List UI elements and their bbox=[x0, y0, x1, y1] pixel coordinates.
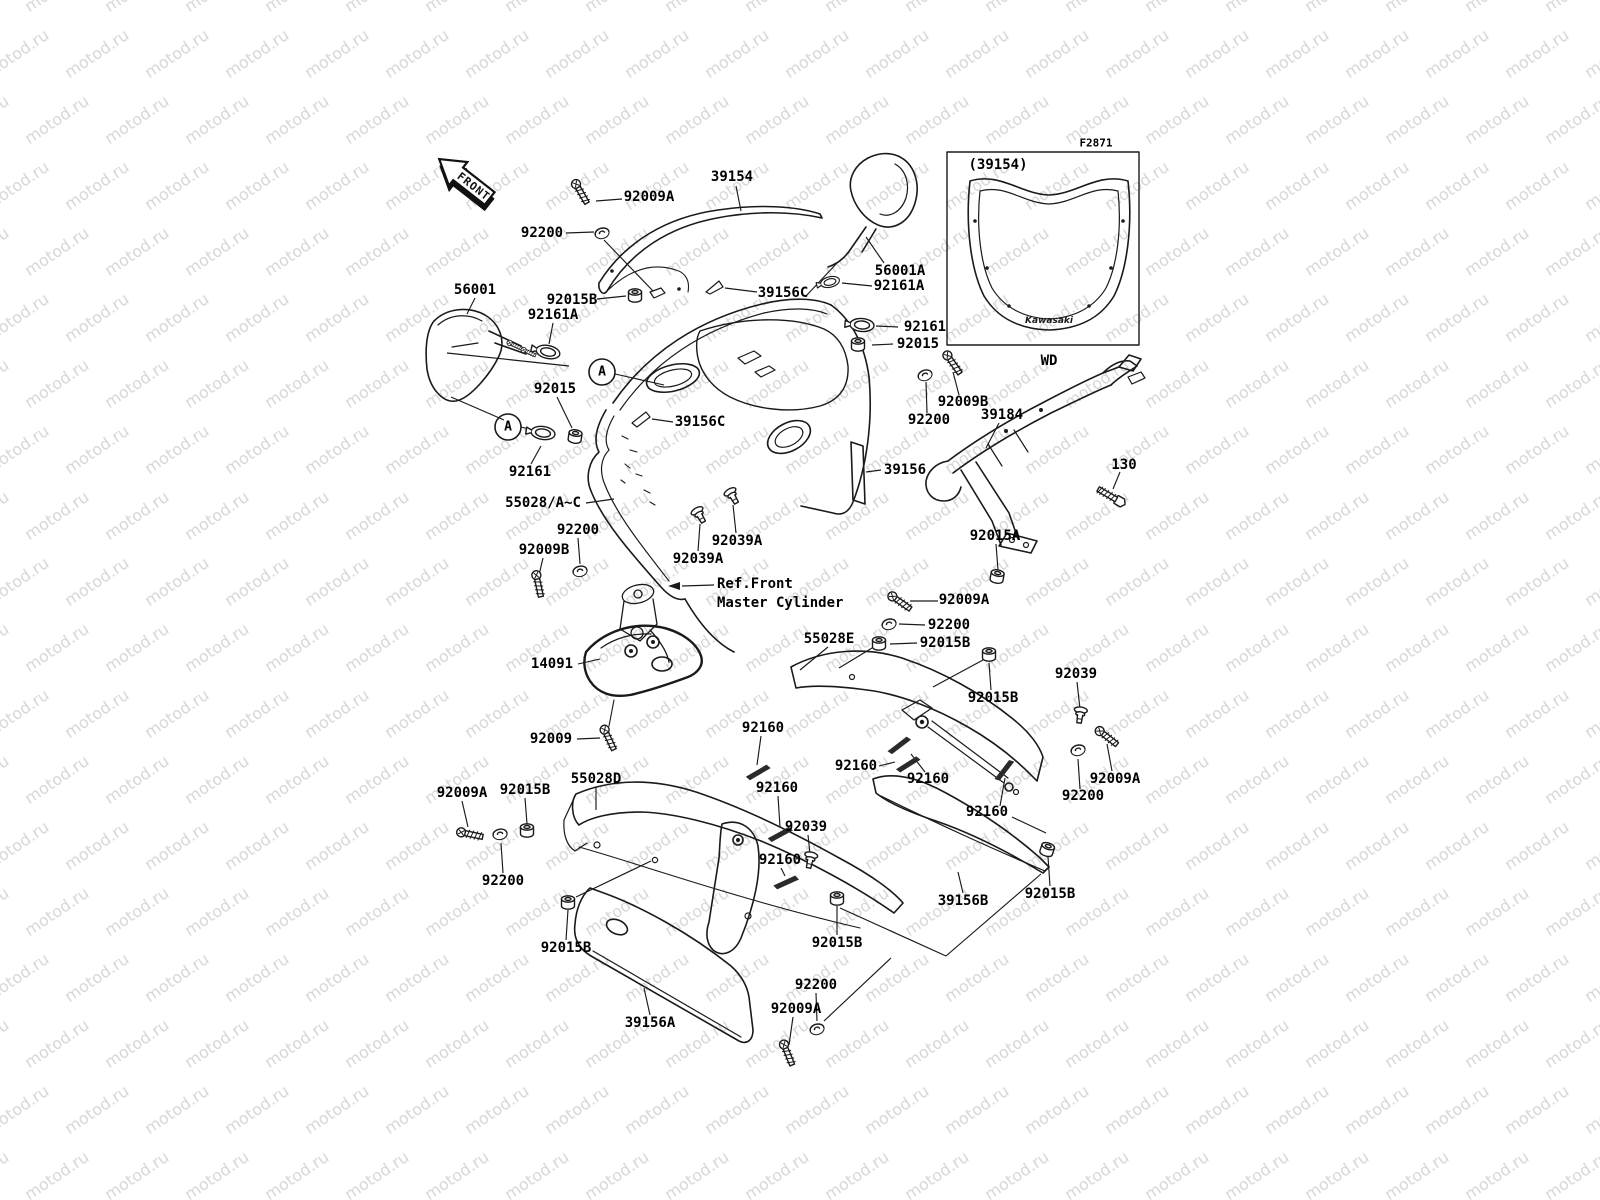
part-label-92039: 92039 bbox=[784, 819, 828, 835]
part-label-92160: 92160 bbox=[906, 771, 950, 787]
part-label-92160: 92160 bbox=[741, 720, 785, 736]
part-label-92200: 92200 bbox=[907, 412, 951, 428]
detail-circle-a1 bbox=[588, 358, 616, 386]
part-label-92015B: 92015B bbox=[919, 635, 971, 651]
part-label-92009: 92009 bbox=[529, 731, 573, 747]
part-label-55028D: 55028D bbox=[570, 771, 622, 787]
trim-39156 bbox=[850, 441, 866, 505]
lower-cowling-39156b bbox=[872, 775, 1050, 874]
part-label-92200: 92200 bbox=[556, 522, 600, 538]
annotation-note: WD bbox=[1040, 353, 1058, 369]
annotation-inset: (39154) bbox=[968, 157, 1028, 173]
part-label-92015: 92015 bbox=[533, 381, 577, 397]
part-label-92039A: 92039A bbox=[672, 551, 724, 567]
part-label-92160: 92160 bbox=[755, 780, 799, 796]
part-label-39156C: 39156C bbox=[674, 414, 726, 430]
detail-marker-A2: A bbox=[504, 419, 512, 435]
part-label-92015B: 92015B bbox=[499, 782, 551, 798]
part-label-92015A: 92015A bbox=[969, 528, 1021, 544]
part-label-92161A: 92161A bbox=[527, 307, 579, 323]
part-label-92015B: 92015B bbox=[811, 935, 863, 951]
trim-39156c bbox=[631, 280, 724, 428]
ref-note-line2: Master Cylinder bbox=[717, 595, 844, 611]
part-label-92009A: 92009A bbox=[1089, 771, 1141, 787]
cover-14091 bbox=[583, 624, 703, 727]
windshield-39154 bbox=[598, 205, 823, 299]
part-label-92009A: 92009A bbox=[436, 785, 488, 801]
part-label-14091: 14091 bbox=[530, 656, 574, 672]
part-label-92009B: 92009B bbox=[937, 394, 989, 410]
brand-wordmark: Kawasaki bbox=[1025, 316, 1074, 326]
part-label-56001: 56001 bbox=[453, 282, 497, 298]
part-label-39156: 39156 bbox=[883, 462, 927, 478]
upper-cowling-55028 bbox=[587, 280, 871, 653]
ref-note-line1: Ref.Front bbox=[717, 576, 793, 592]
part-label-92009B: 92009B bbox=[518, 542, 570, 558]
ref-arrowhead bbox=[668, 582, 680, 590]
part-label-92015: 92015 bbox=[896, 336, 940, 352]
part-label-39184: 39184 bbox=[980, 407, 1024, 423]
part-label-92015B: 92015B bbox=[540, 940, 592, 956]
mirror-left-56001 bbox=[425, 308, 527, 402]
part-label-92200: 92200 bbox=[927, 617, 971, 633]
part-label-92009A: 92009A bbox=[938, 592, 990, 608]
inset-box-windshield bbox=[946, 151, 1140, 346]
annotation-code: F2871 bbox=[1079, 136, 1113, 150]
part-label-55028AC: 55028/A~C bbox=[505, 495, 581, 511]
part-label-92200: 92200 bbox=[520, 225, 564, 241]
part-label-56001A: 56001A bbox=[874, 263, 926, 279]
cowling-stay-39184 bbox=[925, 354, 1146, 554]
part-label-92009A: 92009A bbox=[770, 1001, 822, 1017]
part-label-130: 130 bbox=[1111, 457, 1137, 473]
part-label-92161A: 92161A bbox=[873, 278, 925, 294]
part-label-92039: 92039 bbox=[1054, 666, 1098, 682]
part-label-92015B: 92015B bbox=[1024, 886, 1076, 902]
part-label-39154: 39154 bbox=[710, 169, 754, 185]
part-label-92161: 92161 bbox=[903, 319, 947, 335]
inner-cowling-55028e bbox=[790, 650, 1044, 796]
lower-cowling-55028d bbox=[563, 781, 904, 955]
part-label-92161: 92161 bbox=[508, 464, 552, 480]
detail-marker-A1: A bbox=[598, 364, 606, 380]
leader-lines bbox=[446, 185, 1121, 1046]
part-label-92160: 92160 bbox=[758, 852, 802, 868]
part-label-92200: 92200 bbox=[481, 873, 525, 889]
part-label-92015B: 92015B bbox=[967, 690, 1019, 706]
part-label-92039A: 92039A bbox=[711, 533, 763, 549]
part-label-39156B: 39156B bbox=[937, 893, 989, 909]
lower-panel-39156a bbox=[573, 887, 754, 1044]
part-label-92200: 92200 bbox=[1061, 788, 1105, 804]
part-label-92009A: 92009A bbox=[623, 189, 675, 205]
part-label-92160: 92160 bbox=[965, 804, 1009, 820]
part-label-39156C: 39156C bbox=[757, 285, 809, 301]
part-label-92200: 92200 bbox=[794, 977, 838, 993]
part-label-92160: 92160 bbox=[834, 758, 878, 774]
part-label-55028E: 55028E bbox=[803, 631, 855, 647]
part-label-92015B: 92015B bbox=[546, 292, 598, 308]
part-label-39156A: 39156A bbox=[624, 1015, 676, 1031]
